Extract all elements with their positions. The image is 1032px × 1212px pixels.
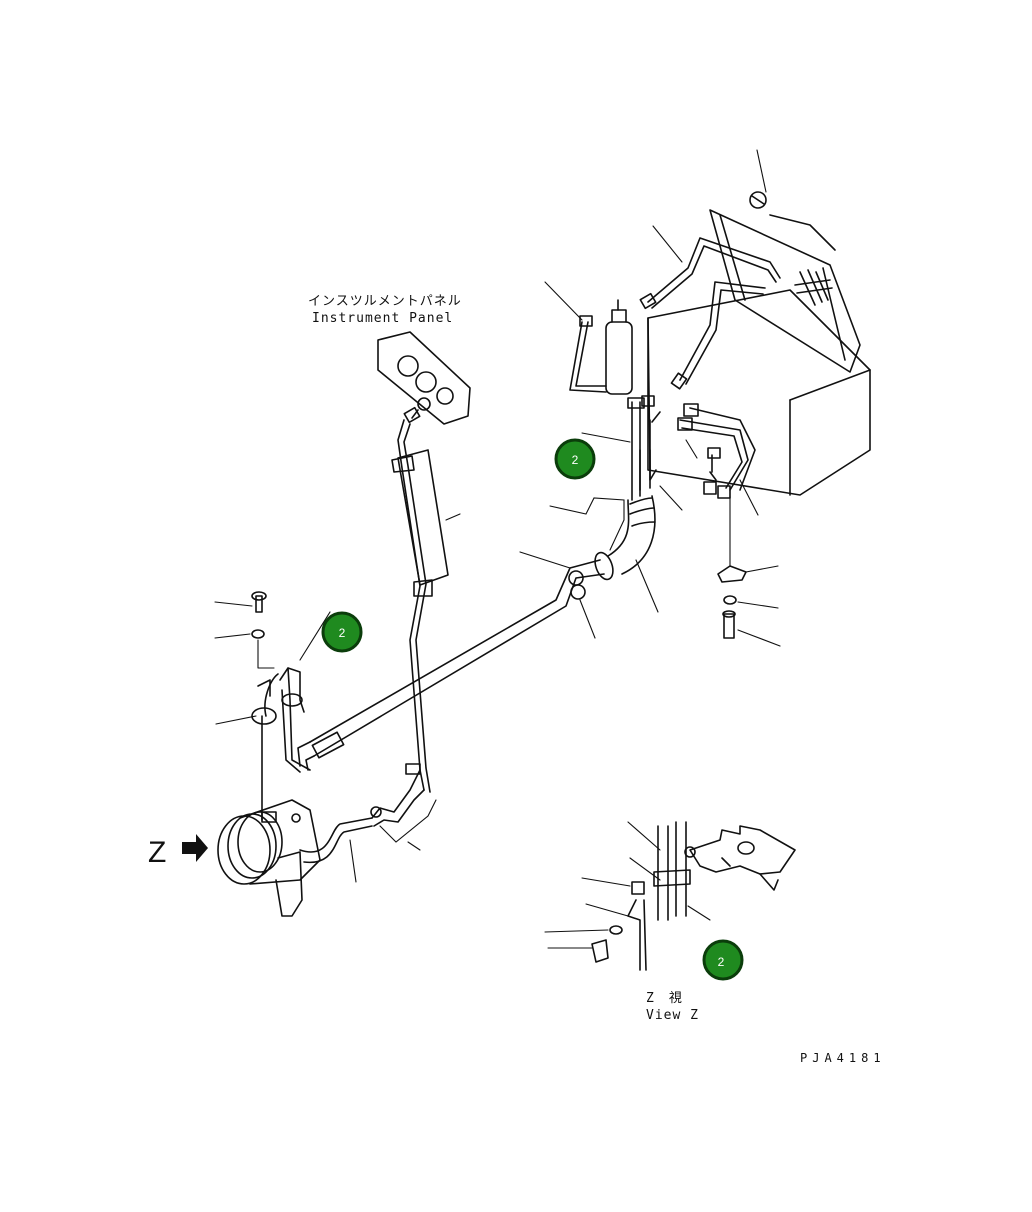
instrument-panel-part (377, 331, 471, 425)
drawing-code: PJA4181 (800, 1051, 886, 1065)
instrument-panel-label-en: Instrument Panel (312, 311, 453, 326)
long-pipes (297, 551, 605, 771)
callout-badge[interactable]: 2 (702, 939, 744, 981)
view-arrow-icon (182, 834, 208, 862)
view-z-label-en: View Z (646, 1008, 699, 1023)
view-z-label-jp: Z 視 (646, 991, 683, 1006)
callout-badge-text: 2 (339, 626, 346, 640)
left-bracket (214, 591, 331, 821)
main-hoses (549, 395, 683, 613)
callout-badge-text: 2 (572, 453, 579, 467)
view-z-detail (544, 821, 796, 971)
instrument-panel-label-jp: インスツルメントパネル (308, 294, 462, 309)
lower-pipes (349, 763, 437, 883)
right-small-parts (717, 495, 781, 647)
vertical-pipe (391, 419, 461, 793)
callout-badge[interactable]: 2 (321, 611, 363, 653)
callout-badge[interactable]: 2 (554, 438, 596, 480)
evaporator-unit (647, 149, 871, 496)
evaporator-pipes (639, 237, 781, 516)
compressor (217, 799, 373, 917)
receiver-drier (544, 281, 633, 395)
view-arrow-label: Z (148, 836, 166, 869)
callout-badge-text: 2 (718, 955, 725, 969)
